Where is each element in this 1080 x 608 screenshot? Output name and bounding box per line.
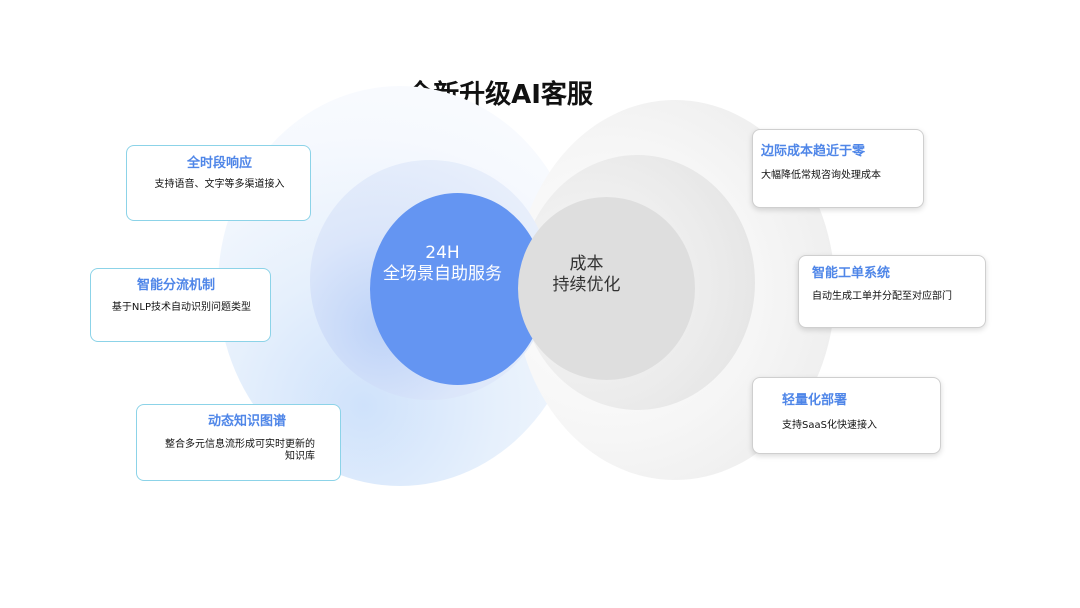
card-marginal-cost: 边际成本趋近于零 大幅降低常规咨询处理成本: [752, 129, 924, 208]
core-cost-line2: 持续优化: [552, 275, 621, 295]
card-smart-routing: 智能分流机制 基于NLP技术自动识别问题类型: [90, 268, 271, 342]
core-circle-service: 24H 全场景自助服务: [370, 193, 545, 385]
card-desc: 大幅降低常规咨询处理成本: [761, 170, 881, 181]
card-knowledge-graph: 动态知识图谱 整合多元信息流形成可实时更新的知识库: [136, 404, 341, 481]
card-desc: 支持语音、文字等多渠道接入: [154, 179, 285, 190]
card-title: 智能工单系统: [812, 266, 891, 281]
core-circle-cost: 成本 持续优化: [518, 197, 695, 380]
core-cost-line1: 成本: [569, 254, 604, 274]
card-title: 智能分流机制: [136, 278, 215, 293]
card-title: 全时段响应: [186, 156, 252, 171]
card-lightweight-deploy: 轻量化部署 支持SaaS化快速接入: [752, 377, 941, 454]
core-service-line2: 全场景自助服务: [383, 264, 502, 284]
card-full-time-response: 全时段响应 支持语音、文字等多渠道接入: [126, 145, 311, 221]
card-title: 轻量化部署: [782, 393, 848, 408]
card-desc: 整合多元信息流形成可实时更新的知识库: [165, 439, 315, 462]
core-service-line1: 24H: [425, 243, 460, 263]
card-title: 动态知识图谱: [207, 414, 286, 429]
card-ticket-system: 智能工单系统 自动生成工单并分配至对应部门: [798, 255, 986, 328]
card-desc: 支持SaaS化快速接入: [782, 420, 877, 431]
card-title: 边际成本趋近于零: [761, 144, 866, 159]
card-desc: 自动生成工单并分配至对应部门: [812, 291, 952, 302]
page-title: 全新升级AI客服: [407, 80, 593, 110]
card-desc: 基于NLP技术自动识别问题类型: [111, 302, 251, 313]
